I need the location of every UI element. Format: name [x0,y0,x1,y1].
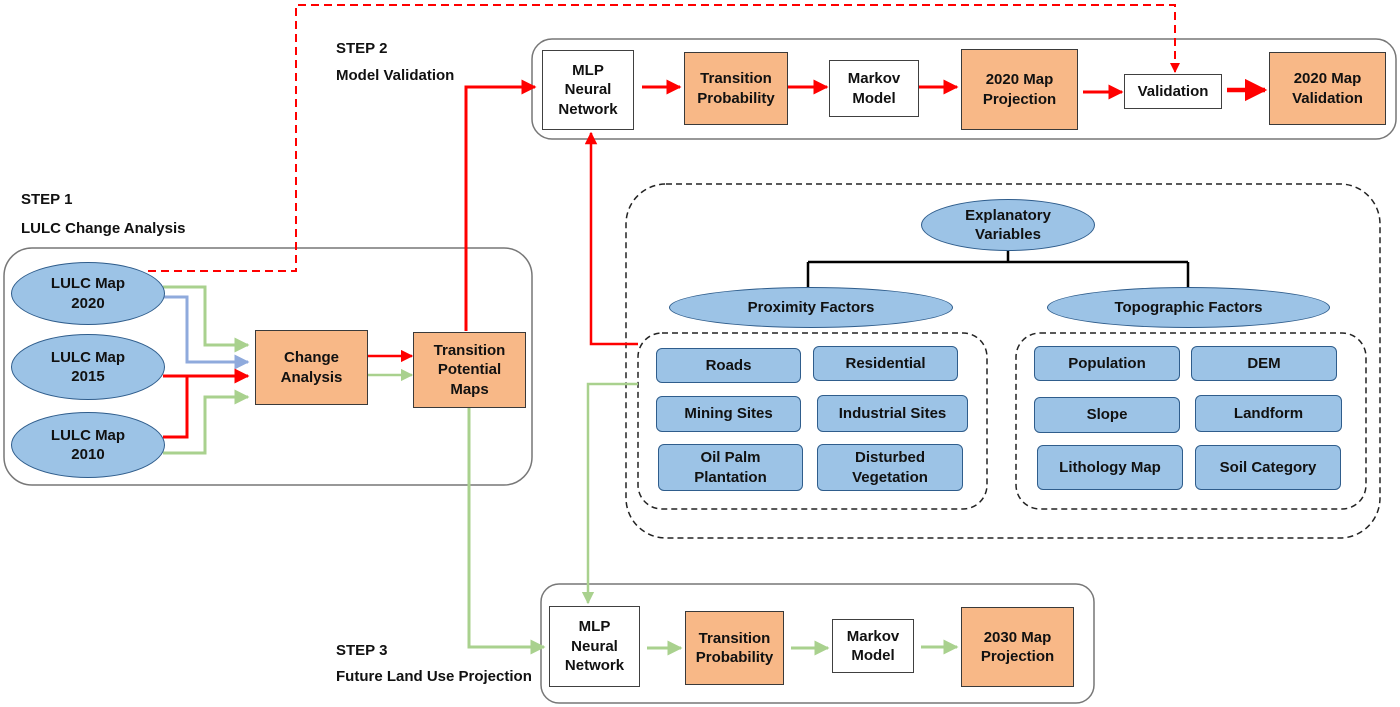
step2-map-validation-box: 2020 Map Validation [1269,52,1386,125]
proximity-group [637,332,988,510]
step3-projection-box: 2030 Map Projection [961,607,1074,687]
factor-population: Population [1034,346,1180,381]
step3-number: STEP 3 [336,642,388,659]
step2-title: Model Validation [336,67,455,84]
arrow-2010-red [163,376,189,439]
factor-disturbed-vegetation: Disturbed Vegetation [817,444,963,491]
proximity-factors-oval: Proximity Factors [669,287,953,328]
arrow-explanatory-to-step3 [581,382,638,605]
step1-container [3,247,533,486]
factor-soil-category: Soil Category [1195,445,1341,490]
step2-projection-box: 2020 Map Projection [961,49,1078,130]
tree-connector [806,249,1190,287]
factor-oil-palm-plantation: Oil Palm Plantation [658,444,803,491]
factor-slope: Slope [1034,397,1180,433]
explanatory-container [625,183,1381,539]
topographic-factors-oval: Topographic Factors [1047,287,1330,328]
arrow-to-step2 [464,79,537,331]
step1-title: LULC Change Analysis [21,220,186,237]
factor-mining-sites: Mining Sites [656,396,801,432]
factor-roads: Roads [656,348,801,383]
factor-residential: Residential [813,346,958,381]
step3-mlp-box: MLP Neural Network [549,606,640,687]
step3-title: Future Land Use Projection [336,668,532,685]
change-analysis-box: Change Analysis [255,330,368,405]
transition-potential-maps-box: Transition Potential Maps [413,332,526,408]
factor-industrial-sites: Industrial Sites [817,395,968,432]
factor-landform: Landform [1195,395,1342,432]
step2-mlp-box: MLP Neural Network [542,50,634,130]
factor-lithology-map: Lithology Map [1037,445,1183,490]
lulc-map-2015: LULC Map 2015 [11,334,165,400]
dashed-feedback-line [148,4,1180,272]
lulc-map-2010: LULC Map 2010 [11,412,165,478]
arrow-2020-blue [163,295,250,370]
step3-markov-box: Markov Model [832,619,914,673]
explanatory-variables-oval: Explanatory Variables [921,199,1095,251]
arrow-to-step3 [467,408,546,655]
validation-box: Validation [1124,74,1222,109]
arrow-explanatory-to-step2 [584,131,638,346]
step2-markov-box: Markov Model [829,60,919,117]
step1-number: STEP 1 [21,191,73,208]
factor-dem: DEM [1191,346,1337,381]
topographic-group [1015,332,1367,510]
arrow-2020-green [163,285,250,353]
step3-transition-probability-box: Transition Probability [685,611,784,685]
lulc-map-2020: LULC Map 2020 [11,262,165,325]
arrow-2010-green [163,389,250,455]
step2-number: STEP 2 [336,40,388,57]
step2-transition-probability-box: Transition Probability [684,52,788,125]
